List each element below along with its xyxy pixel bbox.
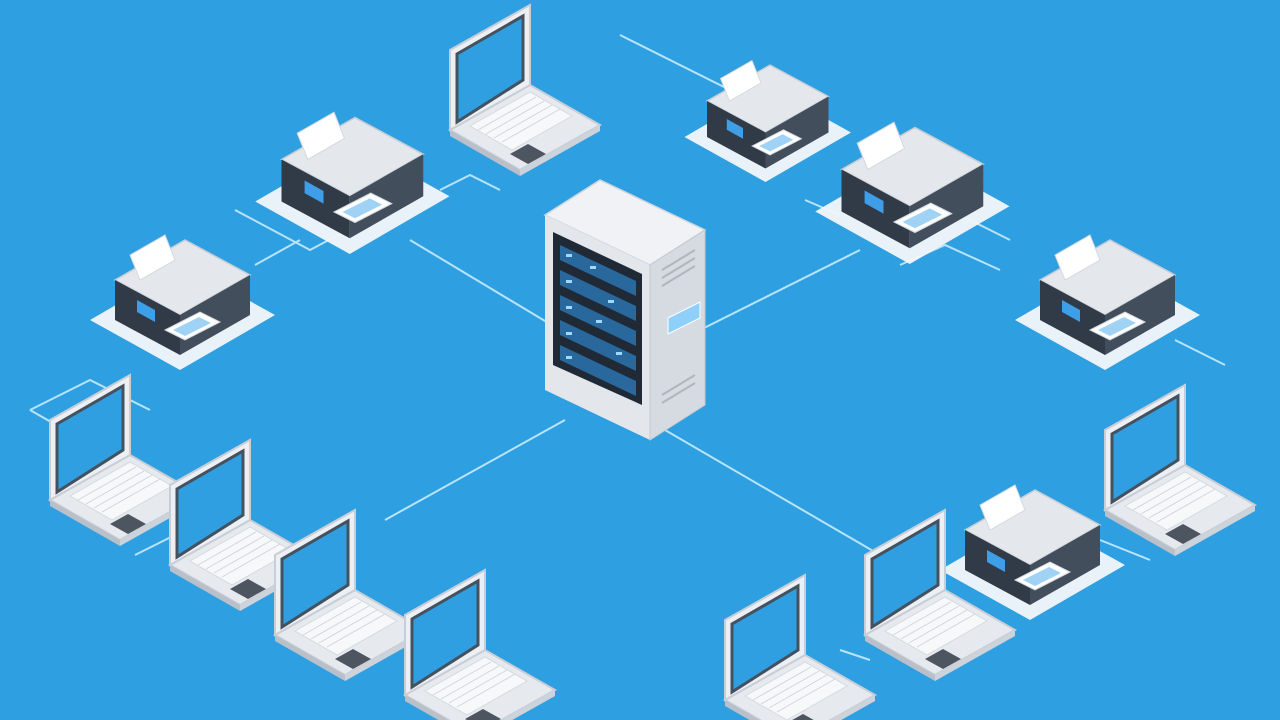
server-icon xyxy=(543,179,707,441)
